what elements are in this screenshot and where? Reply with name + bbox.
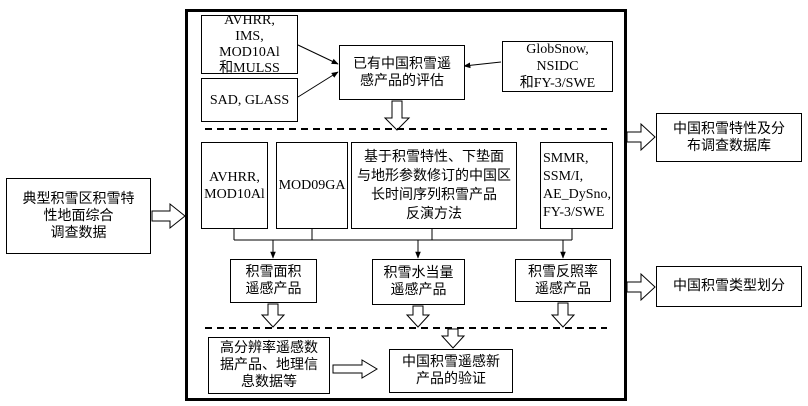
main-process-frame [185, 9, 627, 401]
box-input-passive-microwave: SMMR, SSM/I, AE_DySno, FY-3/SWE [540, 142, 613, 229]
box-albedo-product: 积雪反照率 遥感产品 [515, 259, 611, 302]
hollow-arrow-input-to-frame [151, 202, 186, 230]
box-existing-product-evaluation: 已有中国积雪遥 感产品的评估 [339, 45, 465, 100]
box-product-validation: 中国积雪遥感新 产品的验证 [389, 349, 513, 393]
hollow-arrow-frame-to-output2 [626, 272, 656, 302]
box-swe-product: 积雪水当量 遥感产品 [372, 259, 465, 305]
hollow-arrow-frame-to-output1 [626, 122, 656, 152]
hollow-arrow-product3-down [550, 302, 576, 328]
box-retrieval-method: 基于积雪特性、下垫面 与地形参数修订的中国区 长时间序列积雪产品 反演方法 [351, 142, 517, 229]
hollow-arrow-eval-down [383, 100, 411, 131]
box-input-mod09ga: MOD09GA [276, 142, 348, 229]
box-source-avhrr-ims: AVHRR, IMS, MOD10Al 和MULSS [201, 13, 298, 76]
box-input-avhrr-mod10: AVHRR, MOD10Al [201, 142, 268, 229]
hollow-arrow-product1-down [260, 303, 286, 328]
arrow-source1-to-eval [297, 44, 339, 65]
box-source-sad-glass: SAD, GLASS [201, 78, 298, 122]
hollow-arrow-highres-to-validation [332, 359, 378, 379]
hollow-arrow-to-validation [440, 328, 466, 349]
box-highres-data: 高分辨率遥感数 据产品、地理信 息数据等 [208, 337, 330, 394]
box-output-snow-database: 中国积雪特性及分 布调查数据库 [656, 113, 802, 162]
arrow-source2-to-eval [297, 71, 339, 98]
box-output-snow-classification: 中国积雪类型划分 [656, 266, 802, 307]
box-field-survey-data: 典型积雪区积雪特 性地面综合 调查数据 [6, 178, 151, 254]
box-source-globsnow: GlobSnow, NSIDC 和FY-3/SWE [502, 41, 613, 92]
arrow-source3-to-eval [463, 61, 502, 69]
hollow-arrow-product2-down [405, 305, 431, 328]
box-snow-cover-product: 积雪面积 遥感产品 [230, 259, 317, 303]
